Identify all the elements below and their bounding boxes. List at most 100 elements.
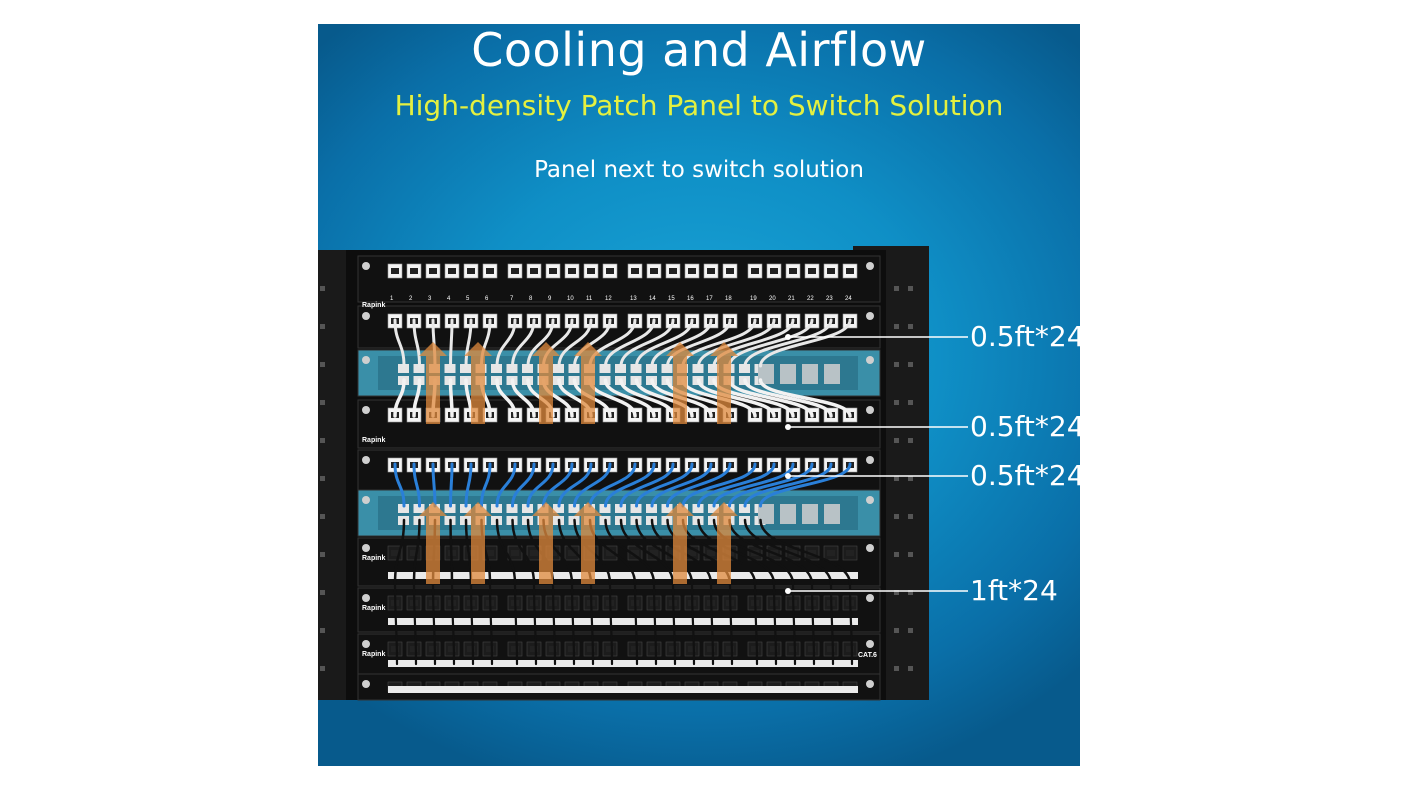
- patch-cable: [431, 582, 437, 666]
- port-opening: [688, 646, 696, 652]
- callout-dot: [785, 334, 791, 340]
- port-opening: [606, 268, 614, 274]
- mount-screw: [866, 640, 874, 648]
- switch-port: [460, 364, 471, 373]
- port-number-label: 12: [605, 296, 612, 302]
- port-number-label: 5: [466, 296, 470, 302]
- mount-screw: [866, 544, 874, 552]
- port-opening: [846, 268, 854, 274]
- port-number-label: 3: [428, 296, 432, 302]
- port-opening: [726, 268, 734, 274]
- patch-cable: [650, 318, 713, 368]
- mount-screw: [362, 456, 370, 464]
- switch-port: [522, 504, 533, 513]
- port-number-label: 23: [826, 296, 833, 302]
- patch-cable: [772, 582, 778, 666]
- sfp-port: [758, 504, 774, 524]
- switch-port: [661, 364, 673, 373]
- port-opening: [631, 646, 639, 652]
- callout-cable-length-2: 0.5ft*24: [970, 410, 1080, 443]
- patch-cable: [791, 582, 797, 666]
- port-opening: [429, 268, 437, 274]
- label-strip: [388, 572, 858, 579]
- rack-hole: [894, 476, 899, 481]
- patch-cable: [666, 462, 732, 508]
- port-opening: [391, 550, 399, 556]
- callout-cable-length-1: 0.5ft*24: [970, 320, 1080, 353]
- switch-port: [413, 504, 425, 513]
- port-opening: [707, 268, 715, 274]
- patch-cable: [573, 462, 612, 508]
- rack-hole: [894, 400, 899, 405]
- patch-cable: [681, 462, 757, 508]
- port-opening: [631, 550, 639, 556]
- port-opening: [391, 268, 399, 274]
- patch-cable: [412, 518, 421, 586]
- switch-port: [630, 364, 642, 373]
- patch-cable: [393, 462, 406, 508]
- patch-cable: [542, 462, 574, 508]
- port-number-label: 10: [567, 296, 574, 302]
- patch-cable: [551, 582, 557, 666]
- rack-hole: [908, 514, 913, 519]
- switch-port: [553, 504, 564, 513]
- patch-cable: [759, 318, 852, 368]
- patch-cable: [412, 378, 422, 418]
- patch-cable: [652, 582, 658, 666]
- patch-cable: [650, 462, 713, 508]
- switch-port: [708, 364, 719, 373]
- patch-cable: [448, 378, 454, 418]
- patch-cable: [728, 318, 814, 368]
- mount-screw: [866, 456, 874, 464]
- patch-cable: [848, 582, 854, 666]
- rack-hole: [320, 286, 325, 291]
- sfp-port: [802, 364, 818, 384]
- port-number-label: 15: [668, 296, 675, 302]
- port-opening: [846, 646, 854, 652]
- port-opening: [467, 268, 475, 274]
- port-opening: [726, 646, 734, 652]
- callout-cable-length-4: 1ft*24: [970, 574, 1058, 607]
- switch-port: [599, 364, 611, 373]
- port-opening: [827, 268, 835, 274]
- patch-cable: [633, 582, 639, 666]
- switch-port: [708, 504, 719, 513]
- switch-port: [568, 364, 580, 373]
- port-opening: [606, 550, 614, 556]
- mount-screw: [362, 640, 370, 648]
- mount-screw: [362, 496, 370, 504]
- switch-port: [661, 504, 673, 513]
- sfp-port: [824, 364, 840, 384]
- image-title: Cooling and Airflow: [471, 24, 927, 77]
- rack-hole: [320, 400, 325, 405]
- patch-cable: [510, 378, 536, 418]
- airflow-arrow: [666, 342, 694, 424]
- rack-hole: [894, 552, 899, 557]
- rack-hole: [320, 362, 325, 367]
- patch-cable: [697, 318, 776, 368]
- mount-screw: [866, 356, 874, 364]
- brand-label: Rapink: [362, 302, 385, 309]
- port-opening: [808, 268, 816, 274]
- port-opening: [587, 646, 595, 652]
- patch-cable: [758, 378, 852, 418]
- port-number-label: 1: [390, 296, 394, 302]
- patch-cable: [604, 518, 656, 586]
- brand-label: Rapink: [362, 555, 385, 562]
- patch-cable: [450, 582, 456, 666]
- sfp-port: [802, 504, 818, 524]
- airflow-arrow: [532, 502, 560, 584]
- rack-hole: [894, 514, 899, 519]
- patch-cable: [603, 378, 656, 418]
- patch-cable: [709, 582, 715, 666]
- port-opening: [669, 268, 677, 274]
- port-opening: [410, 646, 418, 652]
- patch-cable: [511, 518, 536, 586]
- port-opening: [391, 646, 399, 652]
- switch-port: [491, 364, 502, 373]
- patch-cable: [753, 582, 759, 666]
- patch-cable: [604, 462, 656, 508]
- switch-port: [460, 504, 471, 513]
- patch-cable: [743, 518, 833, 586]
